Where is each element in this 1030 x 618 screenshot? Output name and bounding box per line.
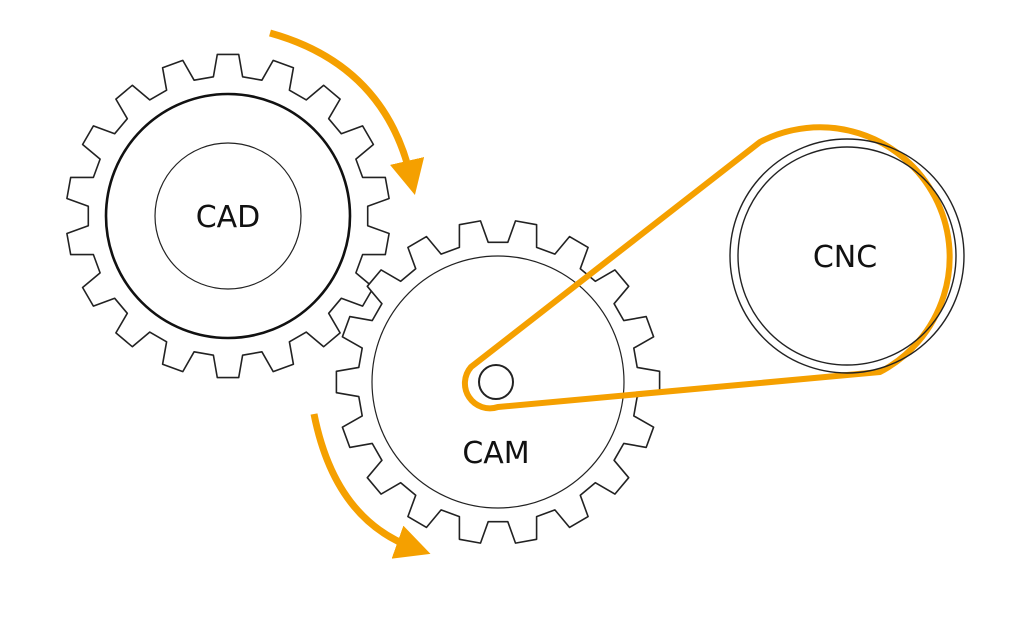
cad-gear-hub [154,142,302,290]
cam-hub [478,364,514,400]
cnc-label: CNC [813,240,877,275]
drive-belt [461,124,953,412]
cad-gear: CAD [66,53,390,379]
cam-label: CAM [462,436,529,471]
cnc-pulley-inner [737,146,957,366]
cnc-pulley-outer [729,138,965,374]
cad-gear-outline [66,53,390,379]
cad-label: CAD [196,200,261,235]
cnc-pulley: CNC [729,138,965,374]
cad-gear-rim [104,92,352,340]
rotation-arrow-cam [310,413,431,559]
rotation-arrow-cad [269,29,425,196]
cam-gear-rim [371,255,625,509]
